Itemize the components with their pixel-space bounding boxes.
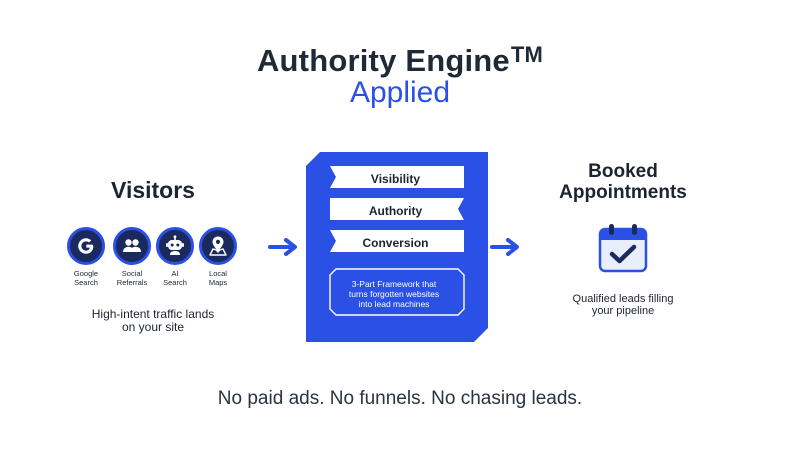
page-subtitle: Applied — [349, 76, 451, 109]
source-label: Maps — [208, 278, 228, 287]
source-label: Search — [74, 278, 98, 287]
source-label: Search — [163, 278, 187, 287]
arrow-right-icon — [490, 238, 519, 256]
title-text: Authority Engine — [256, 43, 510, 78]
google-icon — [67, 227, 105, 265]
source-label: Local — [209, 269, 227, 278]
tier-authority: Authority — [368, 204, 423, 218]
source-label: AI — [171, 269, 179, 278]
framework-line: turns forgotten websites — [348, 289, 440, 299]
heading-line: Appointments — [559, 182, 687, 203]
framework-description: 3-Part Framework that turns forgotten we… — [333, 279, 455, 309]
caption-line: your pipeline — [591, 305, 655, 317]
caption-line: on your site — [121, 320, 185, 334]
tier-conversion: Conversion — [362, 236, 429, 250]
tier-bar — [330, 198, 464, 220]
people-icon — [113, 227, 151, 265]
trademark-mark: TM — [510, 42, 544, 67]
tier-bar — [330, 166, 464, 188]
footer-tagline: No paid ads. No funnels. No chasing lead… — [217, 388, 583, 409]
caption-line: High-intent traffic lands — [91, 307, 215, 321]
framework-box — [329, 268, 465, 316]
visitors-heading: Visitors — [111, 177, 195, 203]
caption-line: Qualified leads filling — [572, 293, 674, 305]
authority-engine-card — [306, 152, 488, 342]
framework-line: into lead machines — [358, 299, 430, 309]
source-label: Social — [121, 269, 143, 278]
page-title: Authority EngineTM — [0, 42, 800, 79]
source-label: Referrals — [116, 278, 148, 287]
calendar-check-icon — [598, 224, 648, 273]
map-pin-icon — [199, 227, 237, 265]
robot-icon — [156, 227, 194, 265]
heading-line: Booked — [588, 161, 658, 182]
tier-bar — [330, 230, 464, 252]
source-label: Google — [73, 269, 99, 278]
tier-visibility: Visibility — [370, 172, 421, 186]
framework-line: 3-Part Framework that — [351, 279, 437, 289]
arrow-right-icon — [268, 238, 297, 256]
